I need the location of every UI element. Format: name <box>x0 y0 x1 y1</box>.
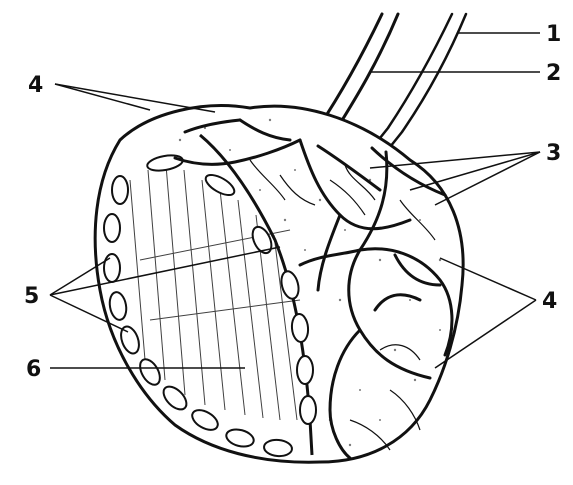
label-4-right: 4 <box>542 289 557 314</box>
label-1: 1 <box>546 22 561 47</box>
label-2: 2 <box>546 61 561 86</box>
leader-4-top-b <box>55 84 215 112</box>
leader-4-top-a <box>55 84 150 110</box>
label-4-top: 4 <box>28 73 43 98</box>
label-6: 6 <box>26 357 41 382</box>
label-3: 3 <box>546 141 561 166</box>
label-5: 5 <box>24 284 39 309</box>
